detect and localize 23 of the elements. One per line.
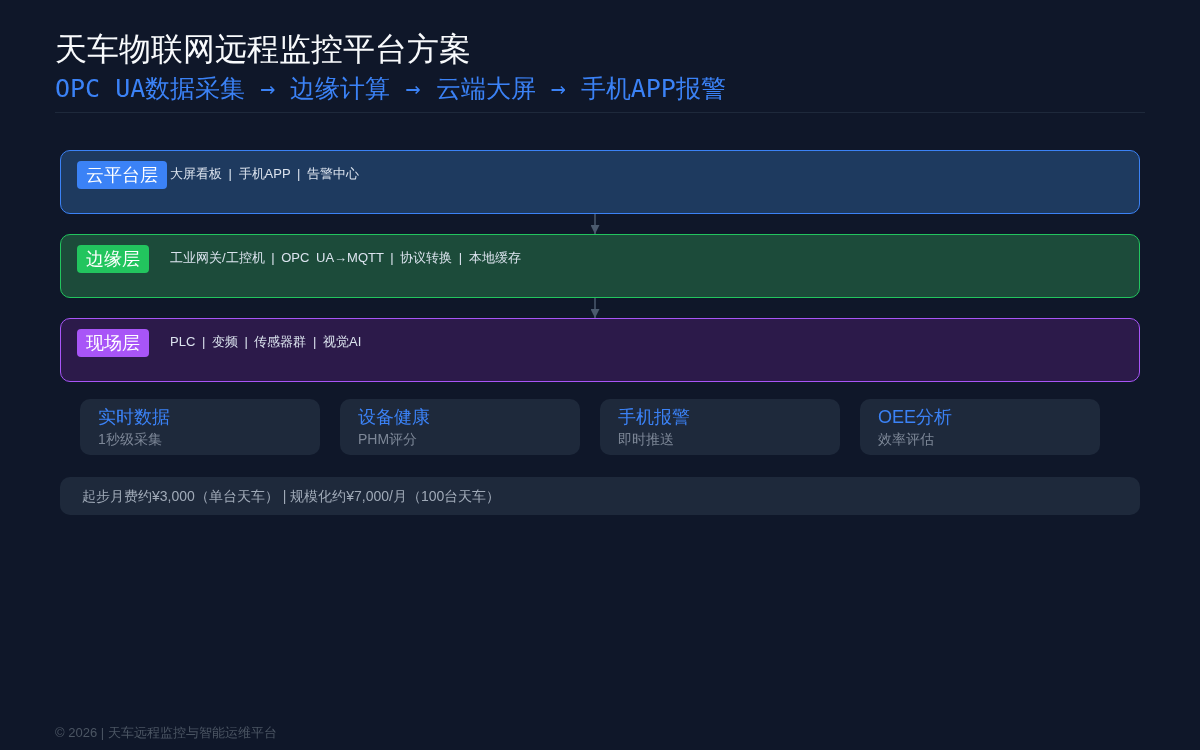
pricing-bar: 起步月费约¥3,000（单台天车） | 规模化约¥7,000/月（100台天车） [60,477,1140,515]
layer-tag: 云平台层 [77,161,167,189]
layer-tag: 边缘层 [77,245,149,273]
layer-band [60,234,1140,298]
card-title: 手机报警 [618,406,690,429]
layer-band [60,150,1140,214]
component-list: 大屏看板 | 手机APP | 告警中心 [170,165,359,183]
footer-text: © 2026 | 天车远程监控与智能运维平台 [55,724,277,742]
layer-band [60,318,1140,382]
card-subtitle: 1秒级采集 [98,430,162,448]
card-subtitle: PHM评分 [358,430,418,448]
card-title: OEE分析 [878,406,952,429]
component-list: PLC | 变频 | 传感器群 | 视觉AI [170,333,362,351]
component-list: 工业网关/工控机 | OPC UA→MQTT | 协议转换 | 本地缓存 [170,249,521,267]
card-title: 设备健康 [358,406,430,429]
title: 天车物联网远程监控平台方案 [55,30,471,69]
arrow [590,297,600,319]
layer-tag: 现场层 [77,329,149,357]
arrow [590,213,600,235]
card-subtitle: 效率评估 [878,430,934,448]
subtitle: OPC UA数据采集 → 边缘计算 → 云端大屏 → 手机APP报警 [55,73,726,105]
card-subtitle: 即时推送 [618,430,674,448]
card-title: 实时数据 [98,406,170,429]
